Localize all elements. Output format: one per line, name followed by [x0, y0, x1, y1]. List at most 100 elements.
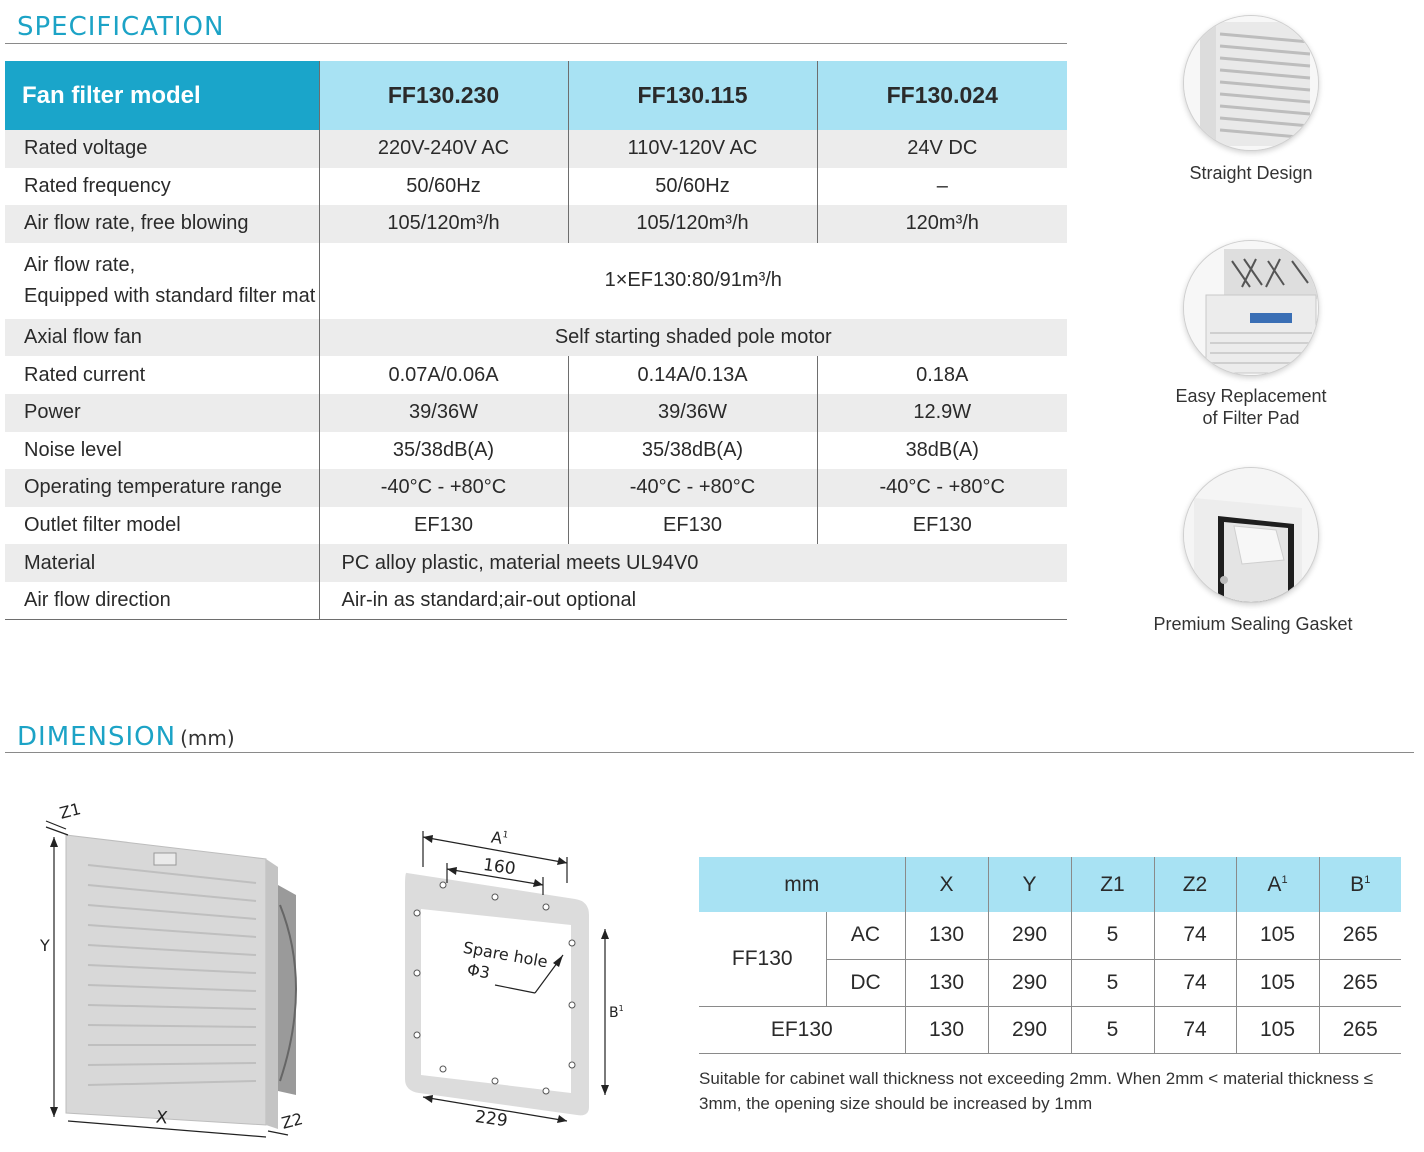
dimension-rule [5, 752, 1414, 753]
dim-value: 130 [904, 959, 988, 1007]
spec-row-airflow-free: Air flow rate, free blowing 105/120m³/h … [5, 205, 1067, 243]
spec-value: 39/36W [318, 393, 568, 432]
spec-label: Air flow direction [5, 581, 319, 621]
spec-row-material: Material PC alloy plastic, material meet… [5, 544, 1067, 582]
spec-value: -40°C - +80°C [567, 469, 817, 507]
spec-value: 12.9W [816, 393, 1067, 432]
dim-value: 130 [904, 1006, 988, 1054]
spec-label: Operating temperature range [5, 469, 319, 507]
specification-title: SPECIFICATION [17, 12, 225, 42]
easy-replacement-photo [1183, 240, 1319, 376]
dim-row-ef130: EF130 130 290 5 74 105 265 [699, 1006, 1401, 1054]
spec-value: PC alloy plastic, material meets UL94V0 [318, 544, 1067, 582]
spec-value: 39/36W [567, 393, 817, 432]
spec-row-direction: Air flow direction Air-in as standard;ai… [5, 581, 1067, 621]
spec-header-label: Fan filter model [5, 61, 319, 130]
spec-value: 24V DC [816, 130, 1067, 168]
dim-row-ff130-dc: DC 130 290 5 74 105 265 [699, 959, 1401, 1007]
spec-model-ff130-115: FF130.115 [567, 61, 817, 130]
spare-hole-diameter: Φ3 [466, 960, 492, 983]
spec-row-axial-fan: Axial flow fan Self starting shaded pole… [5, 318, 1067, 357]
spec-value: 105/120m³/h [567, 205, 817, 243]
spec-header-row: Fan filter model FF130.230 FF130.115 FF1… [5, 61, 1067, 130]
spec-value: 0.07A/0.06A [318, 356, 568, 394]
dim-col-b1: B1 [1318, 857, 1401, 912]
dim-col-a1: A1 [1235, 857, 1319, 912]
spec-label: Rated current [24, 363, 146, 386]
dim-value: 105 [1235, 1006, 1319, 1054]
spec-value: 1×EF130:80/91m³/h [318, 242, 1067, 319]
dimension-table: mm X Y Z1 Z2 A1 B1 FF130 AC 130 290 5 74… [699, 857, 1401, 1054]
dim-label-x: X [155, 1107, 169, 1128]
spec-value: -40°C - +80°C [318, 469, 568, 507]
dim-label-z1: Z1 [58, 799, 83, 823]
spec-row-airflow-filter: Air flow rate, Equipped with standard fi… [5, 242, 1067, 319]
dim-value: 265 [1318, 959, 1401, 1007]
spec-value: EF130 [816, 506, 1067, 545]
dim-col-z2: Z2 [1153, 857, 1236, 912]
spec-value: 50/60Hz [567, 167, 817, 206]
dimension-unit: (mm) [180, 726, 235, 750]
feature-caption-line: of Filter Pad [1202, 408, 1300, 428]
dim-model-ef130: EF130 [699, 1006, 905, 1054]
spec-row-outlet-filter: Outlet filter model EF130 EF130 EF130 [5, 506, 1067, 545]
feature-caption: Easy Replacement of Filter Pad [1141, 385, 1361, 429]
specification-table: Fan filter model FF130.230 FF130.115 FF1… [5, 61, 1067, 621]
spec-value: – [816, 167, 1067, 206]
spec-label: Rated frequency [24, 174, 171, 197]
spec-value: 38dB(A) [816, 431, 1067, 470]
dim-label-z2: Z2 [280, 1109, 305, 1133]
spec-model-ff130-230: FF130.230 [318, 61, 568, 130]
spec-row-rated-voltage: Rated voltage 220V-240V AC 110V-120V AC … [5, 130, 1067, 168]
dim-value: 290 [987, 912, 1071, 960]
dim-label-b1: B1 [609, 1004, 624, 1021]
dim-value: 265 [1318, 912, 1401, 960]
spec-label: Material [5, 544, 319, 582]
spec-value: EF130 [567, 506, 817, 545]
spec-value: Air-in as standard;air-out optional [318, 581, 1067, 621]
dim-value: 74 [1153, 959, 1236, 1007]
spec-value: 220V-240V AC [318, 130, 568, 168]
dim-type-ac: AC [825, 912, 905, 960]
spec-value: 50/60Hz [318, 167, 568, 206]
dim-label-160: 160 [482, 855, 517, 879]
spec-row-noise: Noise level 35/38dB(A) 35/38dB(A) 38dB(A… [5, 431, 1067, 470]
dim-value: 290 [987, 1006, 1071, 1054]
dim-corner-label: mm [699, 857, 905, 912]
spec-model-ff130-024: FF130.024 [816, 61, 1067, 130]
spec-row-rated-frequency: Rated frequency 50/60Hz 50/60Hz – [5, 167, 1067, 206]
louver-grille-image [1184, 16, 1318, 150]
dim-value: 105 [1235, 912, 1319, 960]
dim-value: 105 [1235, 959, 1319, 1007]
dim-value: 5 [1070, 912, 1154, 960]
spec-value: 35/38dB(A) [318, 431, 568, 470]
wall-thickness-note: Suitable for cabinet wall thickness not … [699, 1069, 1374, 1113]
dimension-title-text: DIMENSION [17, 722, 177, 752]
dim-value: 74 [1153, 912, 1236, 960]
dimension-title: DIMENSION(mm) [17, 722, 235, 752]
spec-label: Noise level [24, 438, 122, 461]
straight-design-photo [1183, 15, 1319, 151]
spec-label: Axial flow fan [5, 318, 319, 357]
dim-model-ff130: FF130 [699, 912, 826, 1007]
dim-label-y: Y [39, 936, 50, 955]
dim-col-x: X [904, 857, 988, 912]
feature-caption: Premium Sealing Gasket [1153, 614, 1353, 634]
dim-value: 265 [1318, 1006, 1401, 1054]
spec-value: EF130 [318, 506, 568, 545]
dim-col-y: Y [987, 857, 1071, 912]
filter-pad-image [1184, 241, 1318, 375]
spec-value: Self starting shaded pole motor [318, 318, 1067, 357]
spec-row-power: Power 39/36W 39/36W 12.9W [5, 393, 1067, 432]
dim-value: 130 [904, 912, 988, 960]
dim-type-dc: DC [825, 959, 905, 1007]
spec-label: Air flow rate, Equipped with standard fi… [5, 243, 319, 319]
dim-row-ff130-ac: FF130 AC 130 290 5 74 105 265 [699, 912, 1401, 1007]
spec-value: 0.14A/0.13A [567, 356, 817, 394]
spec-label: Air flow rate, free blowing [5, 205, 319, 243]
dim-value: 74 [1153, 1006, 1236, 1054]
spec-value: -40°C - +80°C [816, 469, 1067, 507]
dim-value: 5 [1070, 959, 1154, 1007]
spec-value: 35/38dB(A) [567, 431, 817, 470]
dim-header-row: mm X Y Z1 Z2 A1 B1 [699, 857, 1401, 912]
